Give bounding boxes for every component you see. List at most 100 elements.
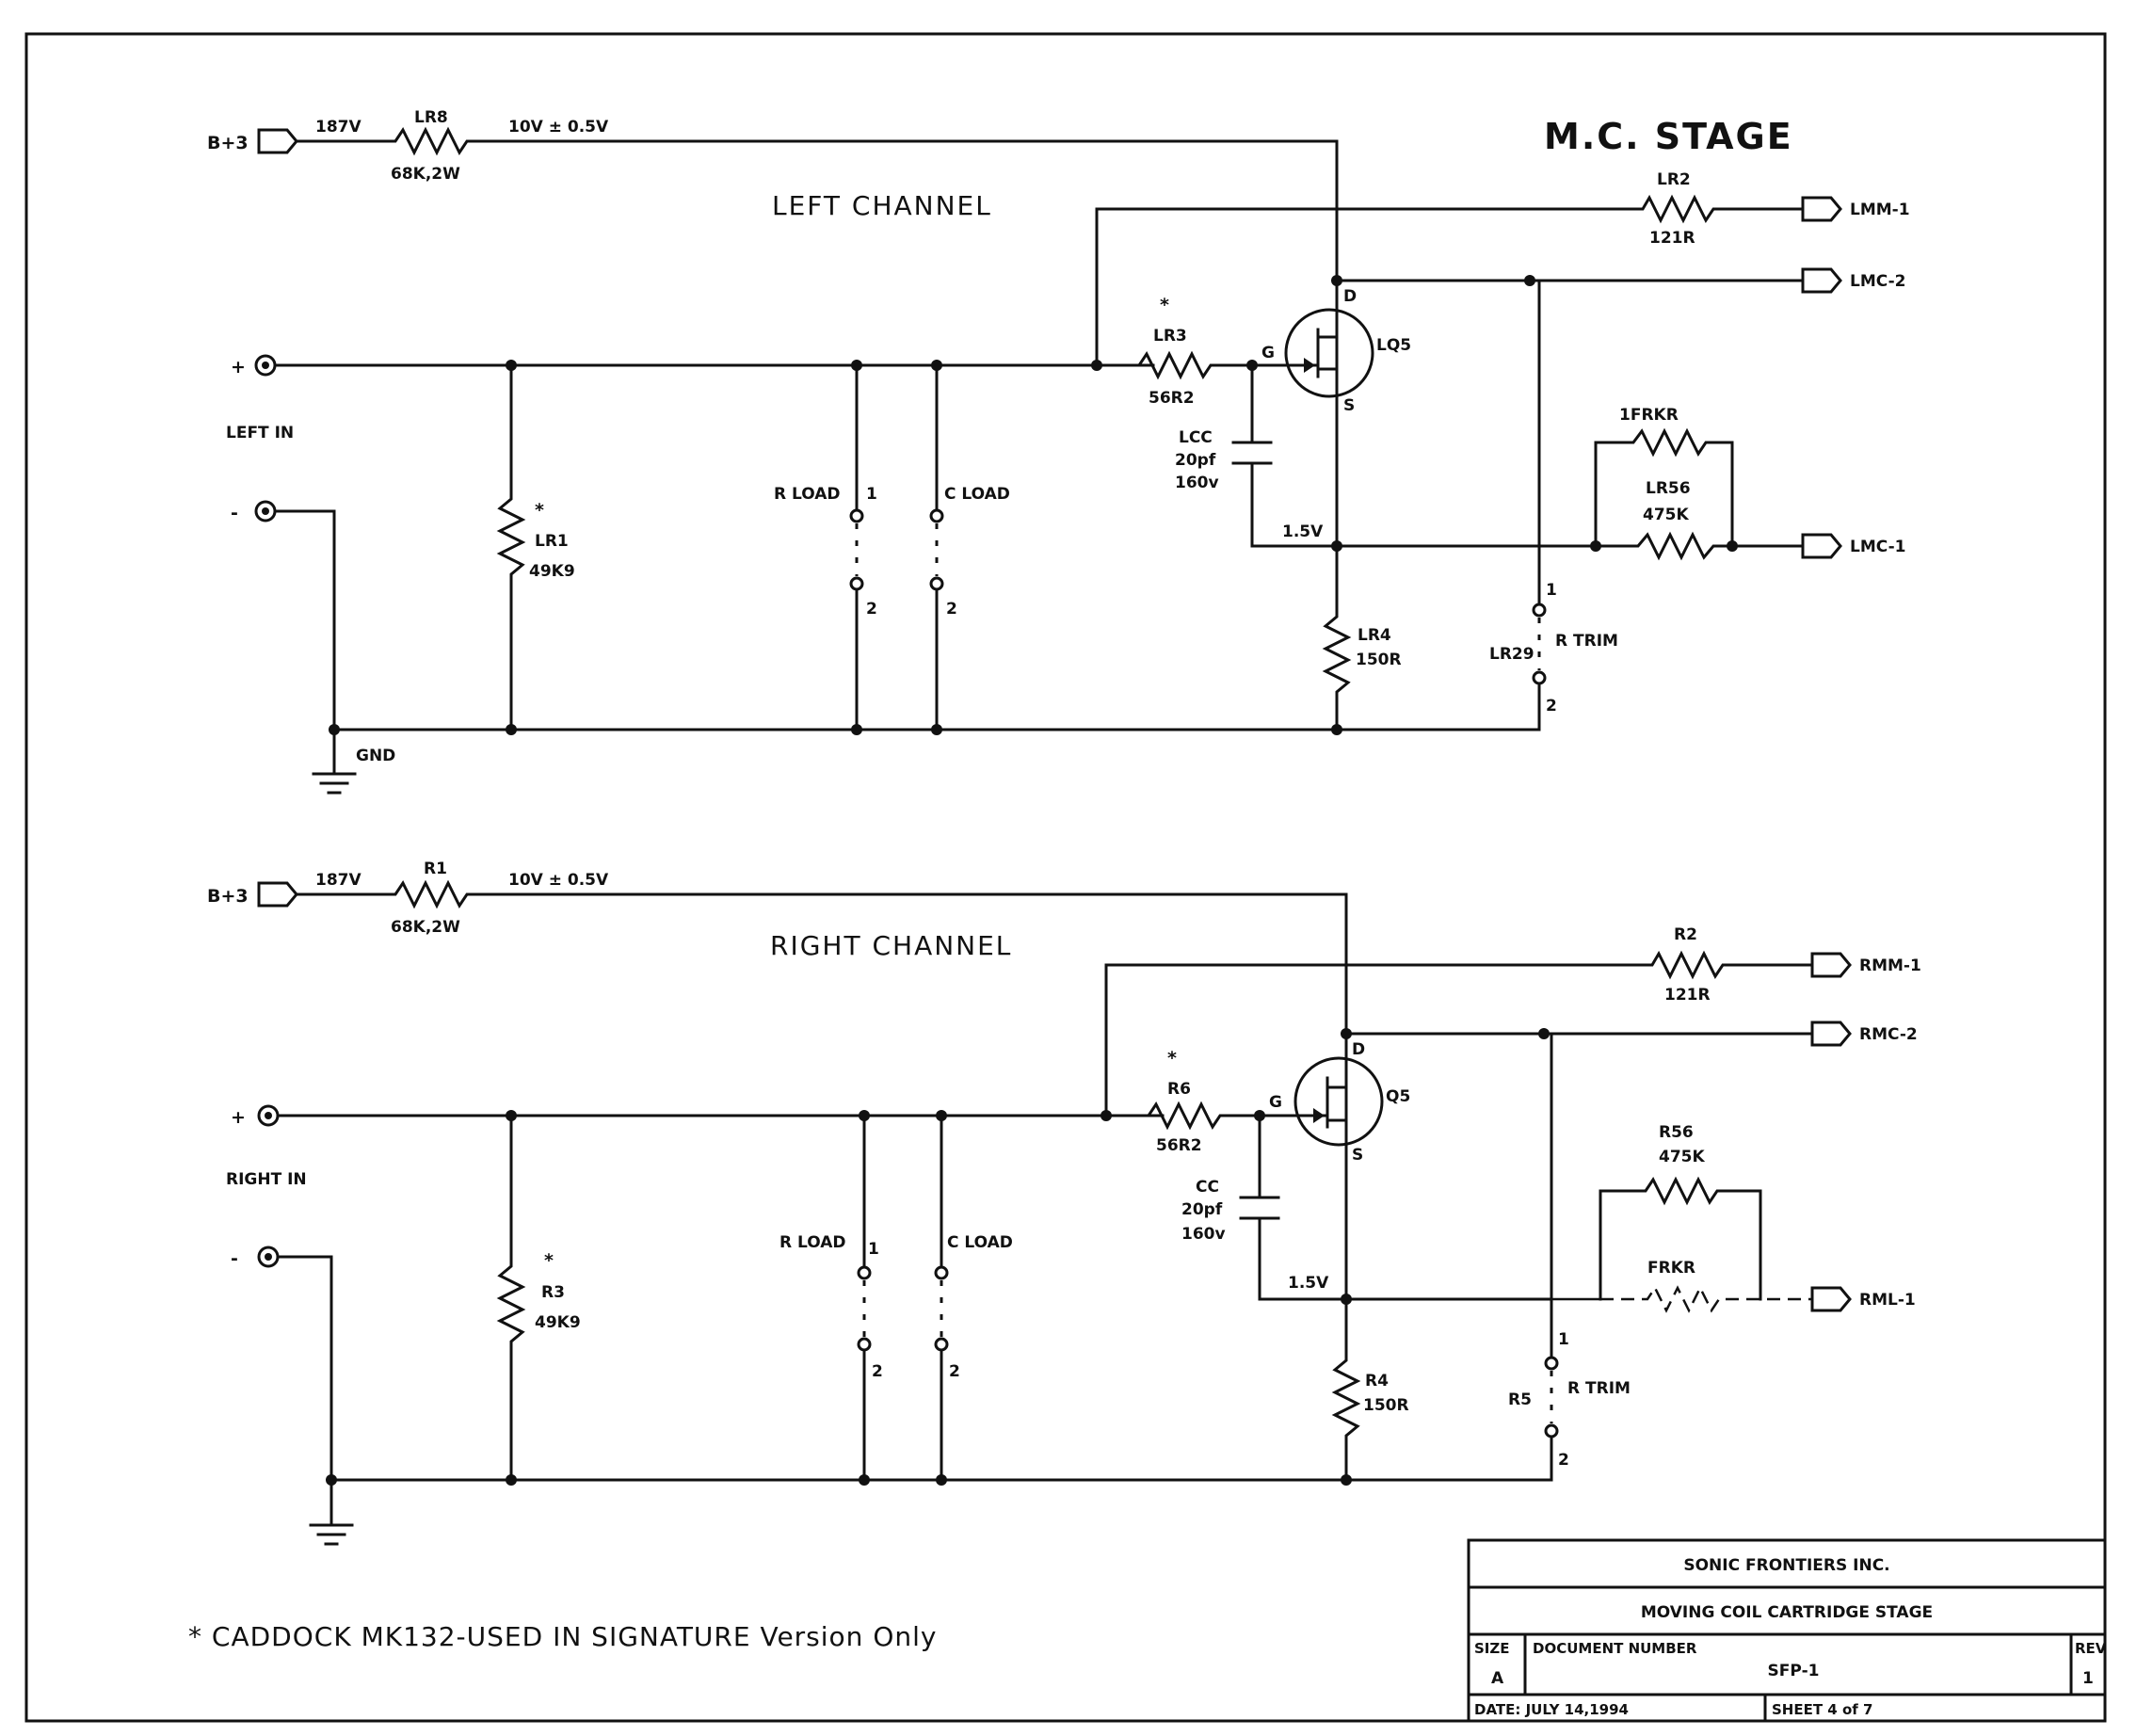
jfet-leads — [1297, 273, 1339, 426]
trim-label: R TRIM — [1555, 632, 1618, 651]
feedback-resistor-value: 121R — [1664, 986, 1711, 1005]
star-mark: * — [1167, 1048, 1177, 1069]
junction-dot — [1101, 1110, 1112, 1121]
junction-dot — [506, 724, 517, 735]
feedback-resistor-label: R2 — [1674, 925, 1697, 944]
connector-center — [262, 362, 269, 369]
plus-terminal-label: + — [231, 1107, 246, 1128]
trim-pin2 — [1532, 670, 1547, 685]
drain-pin-label: D — [1343, 287, 1357, 306]
size-value: A — [1491, 1669, 1504, 1688]
out3-label: RML-1 — [1859, 1291, 1916, 1310]
gate-pin-label: G — [1269, 1093, 1282, 1112]
out1-label: RMM-1 — [1859, 956, 1921, 975]
junction-dot — [1727, 540, 1738, 552]
junction-dot — [506, 1110, 517, 1121]
gate-cap-label: LCC — [1179, 428, 1213, 447]
supply-voltage-label: 187V — [315, 871, 362, 890]
title-block: SONIC FRONTIERS INC. MOVING COIL CARTRID… — [1467, 1538, 2107, 1723]
page-title: M.C. STAGE — [1544, 116, 1793, 157]
feedback-wire — [1095, 194, 1805, 367]
gnd-label: GND — [356, 747, 395, 765]
shunt1-label: 1FRKR — [1619, 406, 1679, 425]
supply-port — [257, 881, 298, 908]
out2-label: LMC-2 — [1850, 272, 1906, 291]
channel-title: LEFT CHANNEL — [772, 190, 992, 221]
c-load-pin2 — [929, 576, 944, 591]
rail-voltage-label: 10V ± 0.5V — [508, 871, 609, 890]
drop-resistor-value: 68K,2W — [391, 165, 460, 184]
title-block-frame — [1467, 1538, 2107, 1723]
trim-pin2 — [1544, 1423, 1559, 1439]
jfet-label: Q5 — [1386, 1087, 1410, 1106]
shunt1-value: 475K — [1659, 1148, 1705, 1166]
sheet-border — [24, 32, 2107, 1723]
feedback-wire — [1104, 950, 1814, 1117]
r-load-pin1 — [849, 508, 864, 523]
junction-dot — [859, 1474, 870, 1486]
jfet-gate-arrow — [1304, 358, 1315, 373]
jfet-body — [1284, 308, 1374, 398]
star-mark: * — [1160, 295, 1169, 315]
gate-cap-voltage: 160v — [1175, 474, 1219, 492]
connector-center — [262, 507, 269, 515]
gate-capacitor — [1231, 363, 1541, 548]
rev-value: 1 — [2082, 1669, 2094, 1688]
ground-symbol — [312, 728, 357, 795]
trim-pin1-label: 1 — [1558, 1330, 1569, 1349]
out2-label: RMC-2 — [1859, 1025, 1918, 1044]
r-load-pin2 — [849, 576, 864, 591]
c-load-pin2-label: 2 — [946, 600, 957, 619]
minus-wire — [273, 509, 336, 731]
r-load-pin1-label: 1 — [866, 485, 877, 504]
junction-dot — [1524, 275, 1535, 286]
date: DATE: JULY 14,1994 — [1474, 1701, 1629, 1718]
input-resistor-value: 49K9 — [529, 562, 575, 581]
r-load-pin2 — [857, 1337, 872, 1352]
r-load-label: R LOAD — [774, 485, 841, 504]
r-load-label: R LOAD — [779, 1233, 846, 1252]
out1-label: LMM-1 — [1850, 201, 1910, 219]
junction-dot — [1341, 1474, 1352, 1486]
junction-dot — [931, 360, 942, 371]
gate-cap-label: CC — [1196, 1178, 1219, 1197]
junction-dot — [1331, 540, 1342, 552]
junction-dot — [1341, 1294, 1352, 1305]
input-resistor — [496, 1114, 526, 1482]
r-load-pin2-label: 2 — [866, 600, 877, 619]
jfet-body — [1293, 1056, 1384, 1147]
junction-dot — [506, 1474, 517, 1486]
input-resistor-label: R3 — [541, 1283, 565, 1302]
junction-dot — [859, 1110, 870, 1121]
minus-wire — [276, 1255, 333, 1482]
shunt2-label: FRKR — [1647, 1259, 1695, 1278]
ground-symbol — [309, 1478, 354, 1546]
title-block-grid — [1467, 1585, 2107, 1723]
company-name: SONIC FRONTIERS INC. — [1683, 1556, 1889, 1575]
out2-port — [1810, 1021, 1852, 1047]
gate-capacitor — [1239, 1114, 1553, 1301]
out1-port — [1801, 196, 1842, 222]
supply-port-label: B+3 — [207, 133, 249, 153]
trim-pin1 — [1544, 1356, 1559, 1371]
c-load-label: C LOAD — [944, 485, 1010, 504]
junction-dot — [936, 1474, 947, 1486]
gate-cap-voltage: 160v — [1181, 1225, 1226, 1244]
document-number-label: DOCUMENT NUMBER — [1533, 1640, 1697, 1657]
junction-dot — [1538, 1028, 1550, 1039]
drop-resistor-value: 68K,2W — [391, 918, 460, 937]
rail-voltage-label: 10V ± 0.5V — [508, 118, 609, 137]
source-resistor — [1331, 1297, 1361, 1482]
gate-resistor-label: LR3 — [1153, 327, 1187, 346]
shunt1-resistor — [1599, 1176, 1762, 1301]
left-channel-circuit: LEFT CHANNEL B+3 187V LR8 68K,2W 10V ± 0… — [207, 108, 1910, 795]
c-load-pin2 — [934, 1337, 949, 1352]
input-resistor — [496, 363, 526, 731]
junction-dot — [1091, 360, 1102, 371]
trim-wire-top — [1528, 279, 1541, 604]
minus-terminal-label: - — [231, 1248, 238, 1269]
trim-label: R TRIM — [1567, 1379, 1631, 1398]
jfet-gate-arrow — [1313, 1108, 1325, 1123]
document-number: SFP-1 — [1768, 1662, 1820, 1680]
shunt2-label: LR56 — [1646, 479, 1691, 498]
